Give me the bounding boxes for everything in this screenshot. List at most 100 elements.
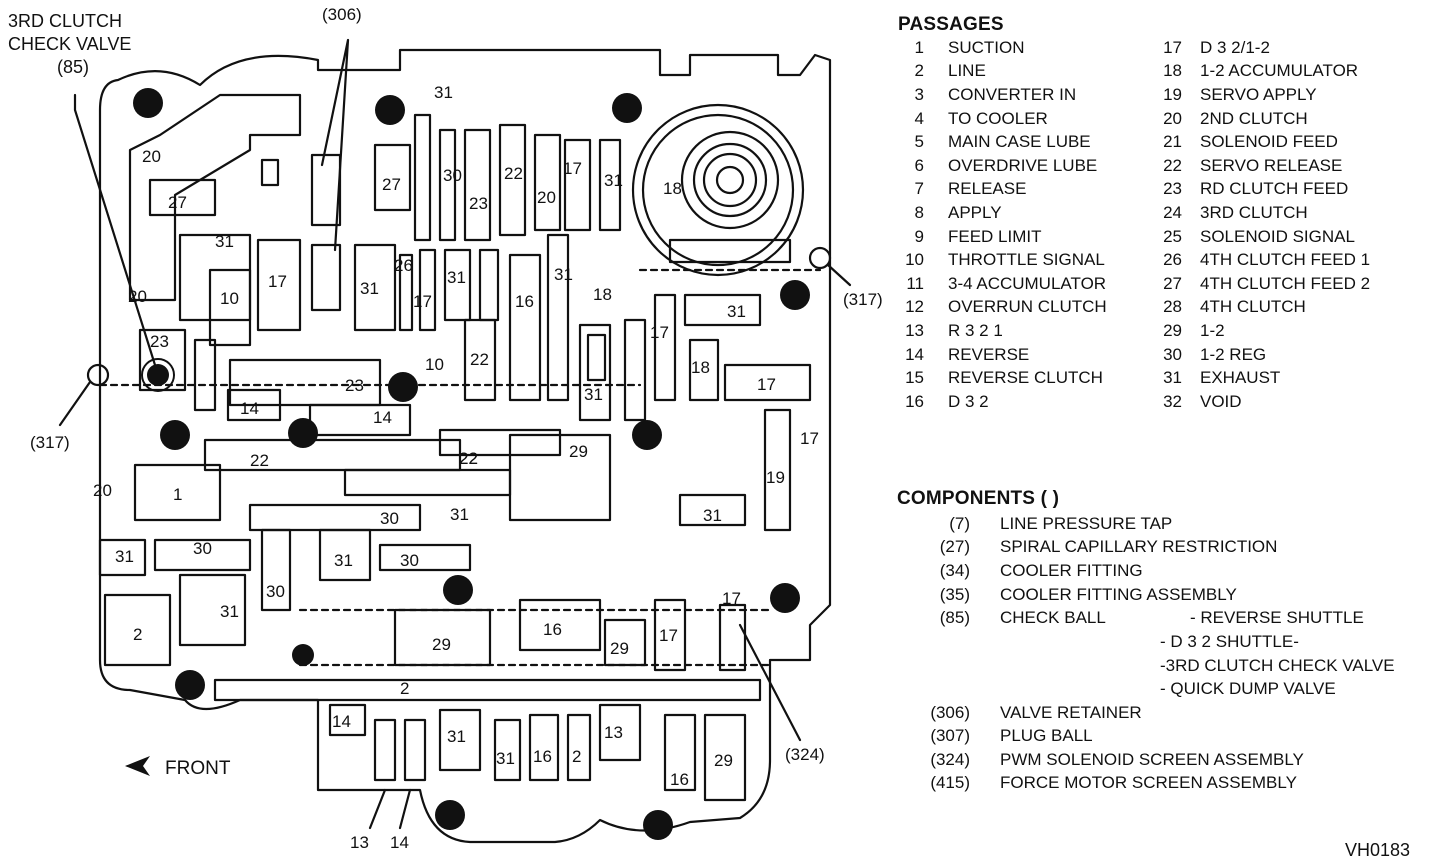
passage-number: 14: [905, 344, 924, 364]
passage-label: 2: [133, 625, 142, 644]
passage-name: 2ND CLUTCH: [1200, 108, 1308, 128]
callout-bottom-14: 14: [390, 833, 409, 852]
passage-name: LINE: [948, 61, 986, 81]
component-name: CHECK BALL: [1000, 608, 1106, 628]
passage-number: 15: [905, 368, 924, 388]
passage-label: 30: [400, 551, 419, 570]
passage-label: 17: [650, 323, 669, 342]
passage-row: 16 D 3 2: [898, 390, 1107, 414]
passage-name: 3-4 ACCUMULATOR: [948, 273, 1107, 293]
accumulator-bore: [631, 103, 805, 277]
component-number: (307): [930, 726, 970, 746]
passage-label: 16: [533, 747, 552, 766]
passage-number: 17: [1163, 37, 1182, 57]
passage-label: 2: [572, 747, 581, 766]
component-name: PLUG BALL: [1000, 726, 1093, 746]
passage-name: REVERSE: [948, 344, 1030, 364]
passage-number: 12: [905, 297, 924, 317]
callout-screen-left: (317): [30, 433, 70, 452]
passage-number: 19: [1163, 84, 1182, 104]
components-legend: COMPONENTS ( ): [897, 488, 1059, 514]
passage-row: 30 1-2 REG: [1155, 343, 1370, 367]
passage-label: 22: [470, 350, 489, 369]
components-list: (7)LINE PRESSURE TAP(27)SPIRAL CAPILLARY…: [898, 512, 1364, 795]
passage-label: 30: [193, 539, 212, 558]
passage-name: TO COOLER: [948, 108, 1048, 128]
check-ball-subnote: -3RD CLUTCH CHECK VALVE: [1160, 655, 1395, 675]
passage-number: 21: [1163, 132, 1182, 152]
passage-label: 17: [268, 272, 287, 291]
passage-label: 23: [150, 332, 169, 351]
passage-label: 16: [670, 770, 689, 789]
component-number: (35): [939, 584, 970, 604]
passage-label: 26: [394, 256, 413, 275]
passage-name: 1-2: [1200, 320, 1225, 340]
passage-label: 31: [604, 171, 623, 190]
passage-number: 5: [914, 132, 924, 152]
passage-number: 22: [1163, 155, 1182, 175]
passage-label: 31: [215, 232, 234, 251]
passage-label: 1: [173, 485, 182, 504]
component-number: (306): [930, 702, 970, 722]
passage-label: 27: [168, 193, 187, 212]
passage-label: 20: [142, 147, 161, 166]
passage-number: 30: [1163, 344, 1182, 364]
passage-label: 31: [703, 506, 722, 525]
passage-label: 16: [515, 292, 534, 311]
passage-number: 3: [914, 84, 924, 104]
passage-label: 19: [766, 468, 785, 487]
component-name: VALVE RETAINER: [1000, 702, 1142, 722]
passage-number: 32: [1163, 391, 1182, 411]
passage-label: 30: [266, 582, 285, 601]
component-row: (306) VALVE RETAINER: [898, 701, 1364, 725]
passage-name: 1-2 ACCUMULATOR: [1200, 61, 1359, 81]
component-name: FORCE MOTOR SCREEN ASSEMBLY: [1000, 773, 1297, 793]
passage-label: 17: [659, 626, 678, 645]
passages-legend: PASSAGES: [898, 14, 1004, 40]
passage-number: 16: [905, 391, 924, 411]
passage-row: 2 LINE: [898, 60, 1107, 84]
passage-label: 29: [714, 751, 733, 770]
casting-outline: [98, 48, 832, 844]
screen-317-right-icon: [808, 246, 832, 270]
component-row: (307) PLUG BALL: [898, 724, 1364, 748]
passage-label: 16: [543, 620, 562, 639]
passage-name: MAIN CASE LUBE: [948, 132, 1091, 152]
passage-label: 20: [128, 287, 147, 306]
passage-label: 31: [360, 279, 379, 298]
passage-label: 2: [400, 679, 409, 698]
passage-label: 31: [554, 265, 573, 284]
passage-name: RELEASE: [948, 179, 1027, 199]
front-arrow-icon: [125, 756, 150, 776]
component-number: (85): [939, 608, 970, 628]
component-row: (35)COOLER FITTING ASSEMBLY: [898, 583, 1364, 607]
passage-label: 14: [332, 712, 351, 731]
passage-label: 29: [569, 442, 588, 461]
component-name: PWM SOLENOID SCREEN ASSEMBLY: [1000, 749, 1304, 769]
passage-row: 5 MAIN CASE LUBE: [898, 130, 1107, 154]
passage-name: 3RD CLUTCH: [1200, 202, 1308, 222]
passage-label: 29: [432, 635, 451, 654]
passage-label: 14: [240, 399, 259, 418]
passage-name: D 3 2: [948, 391, 989, 411]
passage-name: EXHAUST: [1200, 368, 1281, 388]
passage-number: 2: [914, 61, 924, 81]
passage-name: RD CLUTCH FEED: [1200, 179, 1349, 199]
passage-name: 1-2 REG: [1200, 344, 1267, 364]
passage-label: 31: [220, 602, 239, 621]
